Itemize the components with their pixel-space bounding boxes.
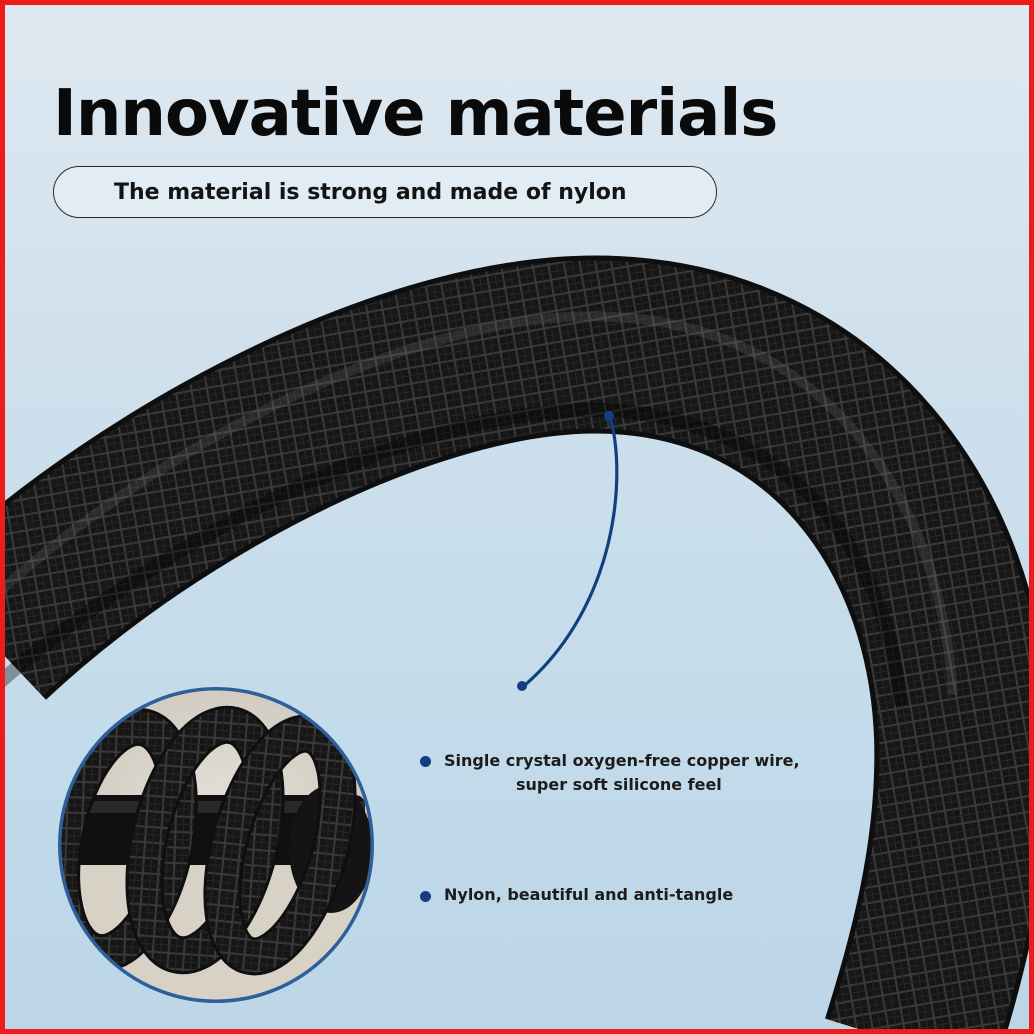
feature-text-line: Nylon, beautiful and anti-tangle bbox=[444, 885, 734, 904]
feature-text-line: super soft silicone feel bbox=[516, 775, 722, 794]
coiled-cable-inset bbox=[58, 687, 374, 1003]
callout-line bbox=[517, 411, 619, 691]
cable-body bbox=[5, 255, 1029, 1029]
subtitle-text: The material is strong and made of nylon bbox=[114, 180, 627, 205]
braided-cable-illustration bbox=[5, 255, 1029, 1029]
bullet-dot-icon bbox=[420, 756, 431, 767]
headline: Innovative materials bbox=[53, 77, 778, 151]
feature-text-line: Single crystal oxygen-free copper wire, bbox=[444, 751, 800, 770]
bullet-dot-icon bbox=[420, 891, 431, 902]
subtitle-pill: The material is strong and made of nylon bbox=[53, 166, 717, 218]
